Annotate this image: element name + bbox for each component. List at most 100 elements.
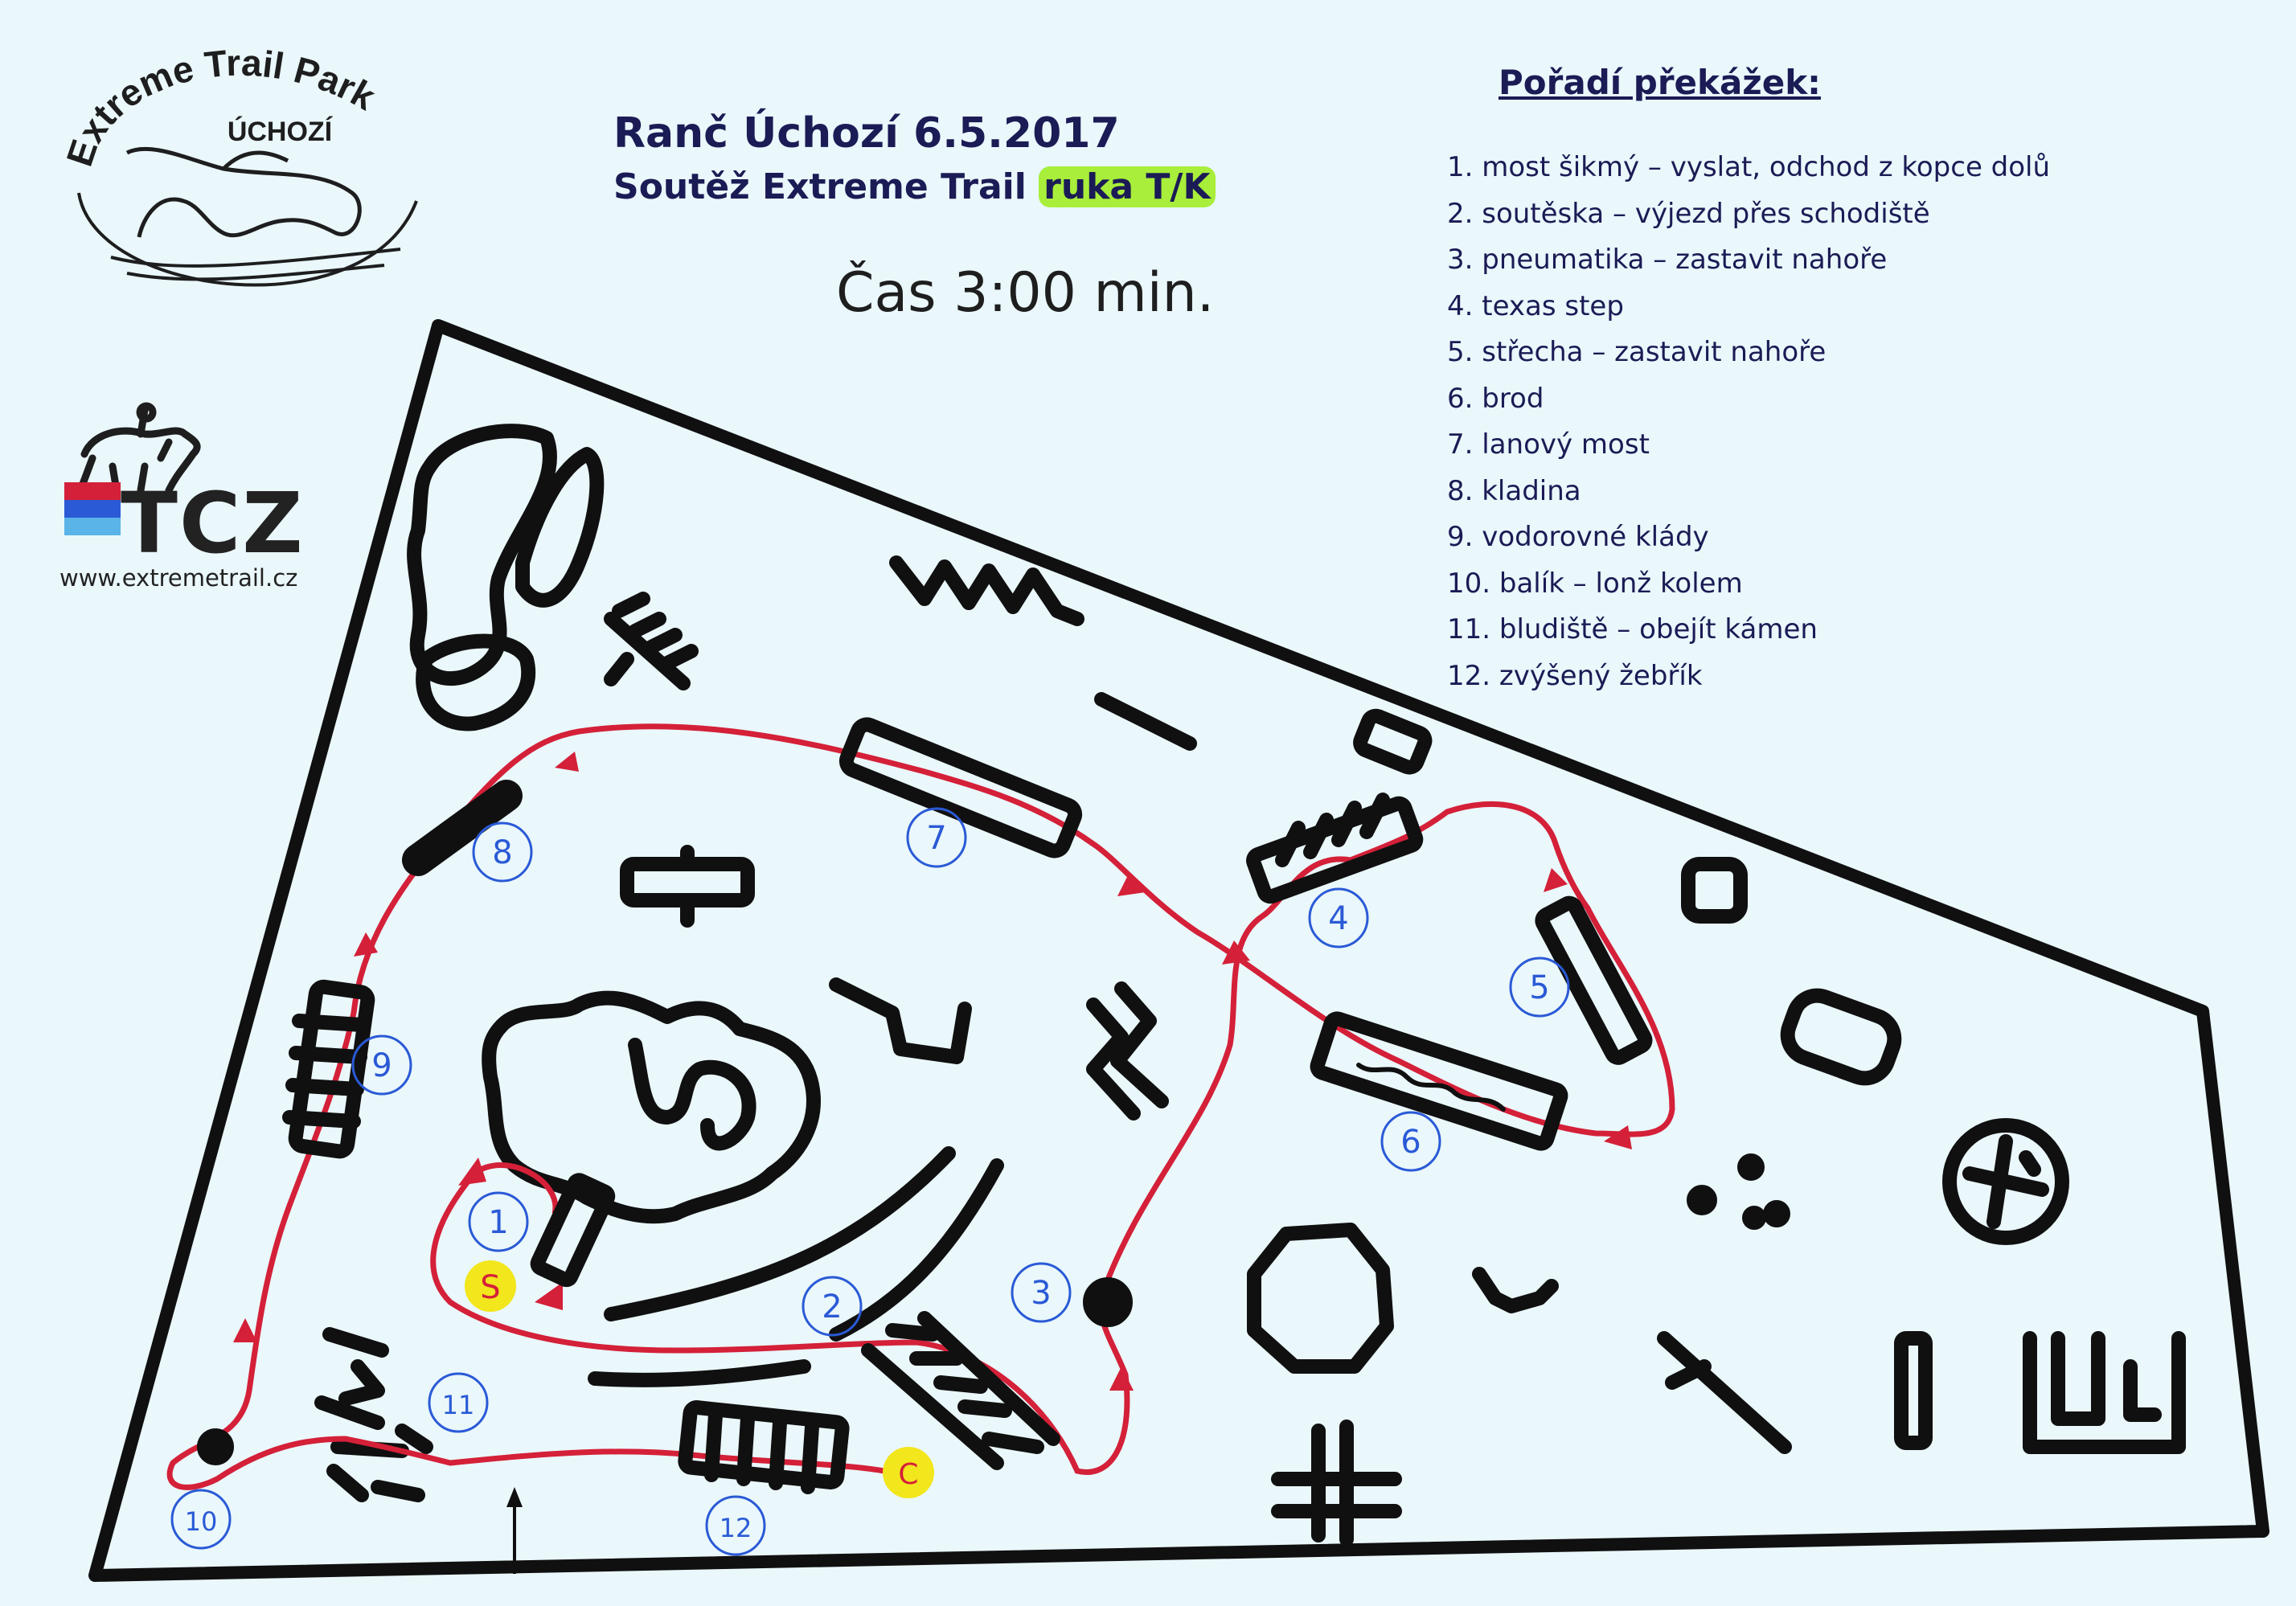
logo-place: ÚCHOZÍ (228, 117, 334, 147)
obstacle-6-shape (1310, 1011, 1568, 1151)
website-link: www.extremetrail.cz (59, 564, 298, 592)
obstacle-12-shape (678, 1400, 850, 1494)
hook-obstacle (1472, 1267, 1559, 1313)
box-obstacle (1353, 708, 1433, 775)
dot-obstacle (1687, 1185, 1717, 1215)
cross-obstacle (1271, 1420, 1402, 1547)
logo-arc-text: Extreme Trail Park (63, 42, 383, 171)
obstacle-number-label: 5 (1529, 969, 1549, 1006)
pole-obstacle (1094, 692, 1197, 751)
finish-marker: C (883, 1447, 934, 1498)
entrance-arrow (506, 1487, 523, 1574)
tcz-brand: TCZ (121, 474, 305, 572)
obstacle-number-circle (468, 1191, 529, 1252)
ramp-curve (588, 1359, 811, 1387)
dot-obstacle (1763, 1200, 1790, 1227)
maze-obstacle (2023, 1331, 2186, 1454)
round-obstacle (1942, 1118, 2069, 1245)
obstacle-number-label: 12 (720, 1513, 752, 1543)
obstacle-number-label: 10 (185, 1506, 218, 1537)
ramp-curve (829, 1158, 1004, 1342)
obstacle-number-circle (1011, 1262, 1072, 1323)
obstacle-5-shape (1535, 895, 1653, 1065)
obstacle-number-circle (351, 1034, 412, 1096)
obstacle-4-shape (1246, 793, 1424, 904)
list-item: 9. vodorovné klády (1447, 521, 1709, 553)
obstacle-number-label: 4 (1328, 900, 1348, 937)
obstacle-number-circle (1380, 1111, 1441, 1172)
h-obstacle (620, 845, 755, 928)
start-label: S (480, 1269, 500, 1306)
obstacle-number-circle (906, 807, 967, 868)
list-item: 7. lanový most (1447, 428, 1650, 461)
obstacle-6-water (1356, 1063, 1506, 1112)
obstacle-number-label: 2 (822, 1288, 842, 1325)
obstacle-number-label: 7 (926, 820, 946, 857)
start-marker: S (465, 1260, 516, 1312)
list-item: 6. brod (1447, 382, 1544, 415)
obstacle-3-shape (1083, 1277, 1133, 1327)
wood-pile (604, 592, 699, 690)
list-item: 3. pneumatika – zastavit nahoře (1447, 244, 1888, 276)
list-item: 12. zvýšený žebřík (1447, 659, 1703, 692)
bush-decoration (407, 424, 558, 686)
round-obstacle-inner (1962, 1134, 2049, 1229)
bush-decoration (515, 447, 605, 608)
obstacle-9-shape (282, 979, 375, 1159)
obstacle-10-shape (197, 1428, 234, 1465)
tcz-logo (56, 378, 322, 547)
ramp-curve (604, 1146, 956, 1321)
obstacle-order-heading: Pořadí překážek: (1499, 63, 1821, 102)
obstacle-number-circle (428, 1372, 489, 1433)
list-item: 11. bludiště – obejít kámen (1447, 613, 1818, 645)
route-arrows (233, 752, 1632, 1391)
obstacle-number-label: 6 (1400, 1124, 1421, 1161)
obstacle-number-circle (170, 1489, 232, 1550)
octagon-obstacle (1247, 1223, 1394, 1374)
pole-obstacle (1657, 1331, 1792, 1454)
gorge-obstacle (482, 990, 821, 1224)
route-obstacles (197, 717, 1653, 1494)
obstacle-number-label: 1 (488, 1204, 508, 1241)
chevron-obstacle (1110, 981, 1169, 1108)
obstacle-8-shape (402, 780, 523, 876)
list-item: 2. soutěska – výjezd přes schodiště (1447, 197, 1930, 230)
event-title-line2: Soutěž Extreme Trail ruka T/K (613, 162, 1216, 212)
obstacle-number-circle (802, 1276, 863, 1337)
obstacle-number-label: 9 (371, 1047, 392, 1084)
rider-icon (76, 402, 201, 494)
list-item: 4. texas step (1447, 289, 1624, 322)
bush-decoration (416, 633, 536, 731)
obstacle-number-label: 8 (492, 834, 512, 871)
event-title-prefix: Soutěž Extreme Trail (613, 166, 1039, 207)
pole-obstacle-cap (1665, 1359, 1712, 1390)
logo-ring (77, 192, 418, 287)
dot-obstacle (1737, 1153, 1765, 1181)
highlighted-category: ruka T/K (1039, 166, 1216, 207)
chevron-obstacle (1086, 998, 1141, 1121)
finish-label: C (898, 1458, 918, 1491)
obstacle-number-label: 3 (1031, 1275, 1051, 1312)
dot-obstacle (1742, 1206, 1766, 1230)
event-title-line1: Ranč Úchozí 6.5.2017 (613, 109, 1120, 158)
l-obstacle (829, 977, 972, 1064)
box-obstacle (1681, 857, 1748, 924)
list-item: 8. kladina (1447, 474, 1581, 507)
obstacle-7-shape (838, 717, 1083, 858)
park-logo: Extreme Trail Park ÚCHOZÍ (58, 32, 441, 322)
obstacle-1-shape (530, 1173, 616, 1288)
obstacle-number-circle (705, 1495, 766, 1556)
obstacle-number-circle (1509, 957, 1570, 1018)
gorge-inner (628, 1038, 756, 1151)
obstacle-number-circle (1308, 887, 1369, 948)
obstacle-number-circle (472, 821, 533, 883)
obstacle-2-shape (861, 1311, 1060, 1470)
arena-boundary (88, 319, 2269, 1582)
obstacle-order-list: 1. most šikmý – vyslat, odchod z kopce d… (1447, 145, 2050, 699)
horse-icon (125, 146, 362, 238)
event-title: Ranč Úchozí 6.5.2017 Soutěž Extreme Trai… (613, 104, 1216, 212)
pole-obstacle (1894, 1331, 1933, 1450)
list-item: 1. most šikmý – vyslat, odchod z kopce d… (1447, 151, 2051, 183)
